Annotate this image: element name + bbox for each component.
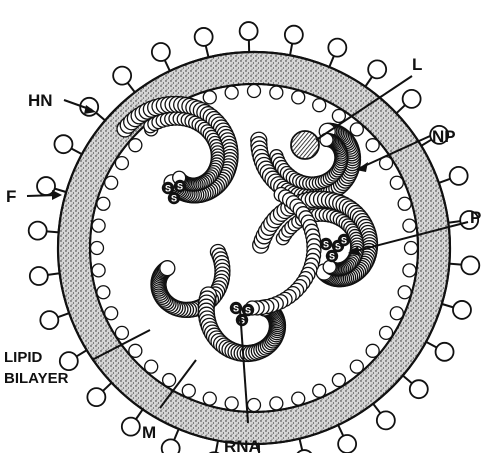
label-rna: RNA — [224, 437, 261, 453]
matrix-bead — [203, 392, 216, 405]
spike-head — [403, 90, 421, 108]
matrix-bead — [292, 392, 305, 405]
p-protein-s-glyph: S — [341, 236, 347, 246]
spike-head — [240, 22, 258, 40]
p-protein-s-glyph: S — [165, 184, 171, 194]
matrix-bead — [292, 91, 305, 104]
matrix-bead — [403, 219, 416, 232]
f-arrowhead — [52, 190, 62, 200]
matrix-bead — [390, 176, 403, 189]
spike-head — [40, 311, 58, 329]
spike-head — [328, 39, 346, 57]
spike-head — [60, 352, 78, 370]
matrix-bead — [313, 99, 326, 112]
label-lipid-line1: LIPID — [4, 349, 43, 366]
label-p: P — [470, 208, 481, 227]
spike-head — [461, 256, 479, 274]
spike-head — [152, 43, 170, 61]
matrix-bead — [403, 264, 416, 277]
spike-head — [195, 28, 213, 46]
matrix-bead — [105, 176, 118, 189]
matrix-bead — [91, 242, 104, 255]
spike-head — [338, 435, 356, 453]
matrix-bead — [248, 399, 261, 412]
spike-head — [368, 60, 386, 78]
label-l: L — [412, 55, 422, 74]
spike-head — [30, 267, 48, 285]
spike-head — [285, 26, 303, 44]
label-m: M — [142, 423, 156, 442]
matrix-bead — [270, 397, 283, 410]
matrix-bead — [366, 139, 379, 152]
matrix-bead — [398, 286, 411, 299]
nucleocapsid-bead — [323, 260, 336, 273]
matrix-bead — [405, 242, 418, 255]
spike-head — [162, 439, 180, 453]
label-np: NP — [432, 127, 456, 146]
p-protein-s-glyph: S — [329, 252, 335, 262]
matrix-bead — [115, 326, 128, 339]
matrix-bead — [97, 197, 110, 210]
label-lipid-line2: BILAYER — [4, 370, 69, 387]
p-protein-s-glyph: S — [177, 182, 183, 192]
spike-head — [54, 135, 72, 153]
matrix-bead — [145, 360, 158, 373]
spike-head — [410, 380, 428, 398]
spike-head — [436, 343, 454, 361]
matrix-bead — [366, 344, 379, 357]
p-protein-s-glyph: S — [233, 304, 239, 314]
matrix-bead — [129, 139, 142, 152]
matrix-bead — [390, 307, 403, 320]
spike-head — [453, 301, 471, 319]
matrix-bead — [105, 307, 118, 320]
matrix-bead — [350, 360, 363, 373]
matrix-bead — [115, 157, 128, 170]
rna-leader — [240, 310, 248, 423]
p-protein-s-glyph: S — [245, 306, 251, 316]
l-protein-sphere — [291, 131, 319, 159]
spike-head — [113, 67, 131, 85]
matrix-bead — [332, 109, 345, 122]
matrix-bead — [203, 91, 216, 104]
p-protein-s-glyph: S — [323, 240, 329, 250]
matrix-bead — [248, 85, 261, 98]
nucleocapsid-bead — [160, 261, 175, 276]
matrix-bead — [97, 286, 110, 299]
matrix-bead — [380, 326, 393, 339]
matrix-bead — [129, 344, 142, 357]
matrix-bead — [313, 384, 326, 397]
spike-head — [29, 222, 47, 240]
matrix-bead — [225, 397, 238, 410]
matrix-bead — [225, 86, 238, 99]
p-protein-s-glyph: S — [171, 194, 177, 204]
spike-head — [122, 418, 140, 436]
spike-head — [377, 411, 395, 429]
spike-head — [87, 388, 105, 406]
matrix-bead — [163, 374, 176, 387]
label-f: F — [6, 187, 16, 206]
label-hn: HN — [28, 91, 53, 110]
matrix-bead — [398, 197, 411, 210]
spike-head — [450, 167, 468, 185]
matrix-bead — [332, 374, 345, 387]
matrix-bead — [350, 123, 363, 136]
matrix-bead — [92, 264, 105, 277]
matrix-bead — [270, 86, 283, 99]
matrix-bead — [182, 384, 195, 397]
matrix-bead — [92, 219, 105, 232]
